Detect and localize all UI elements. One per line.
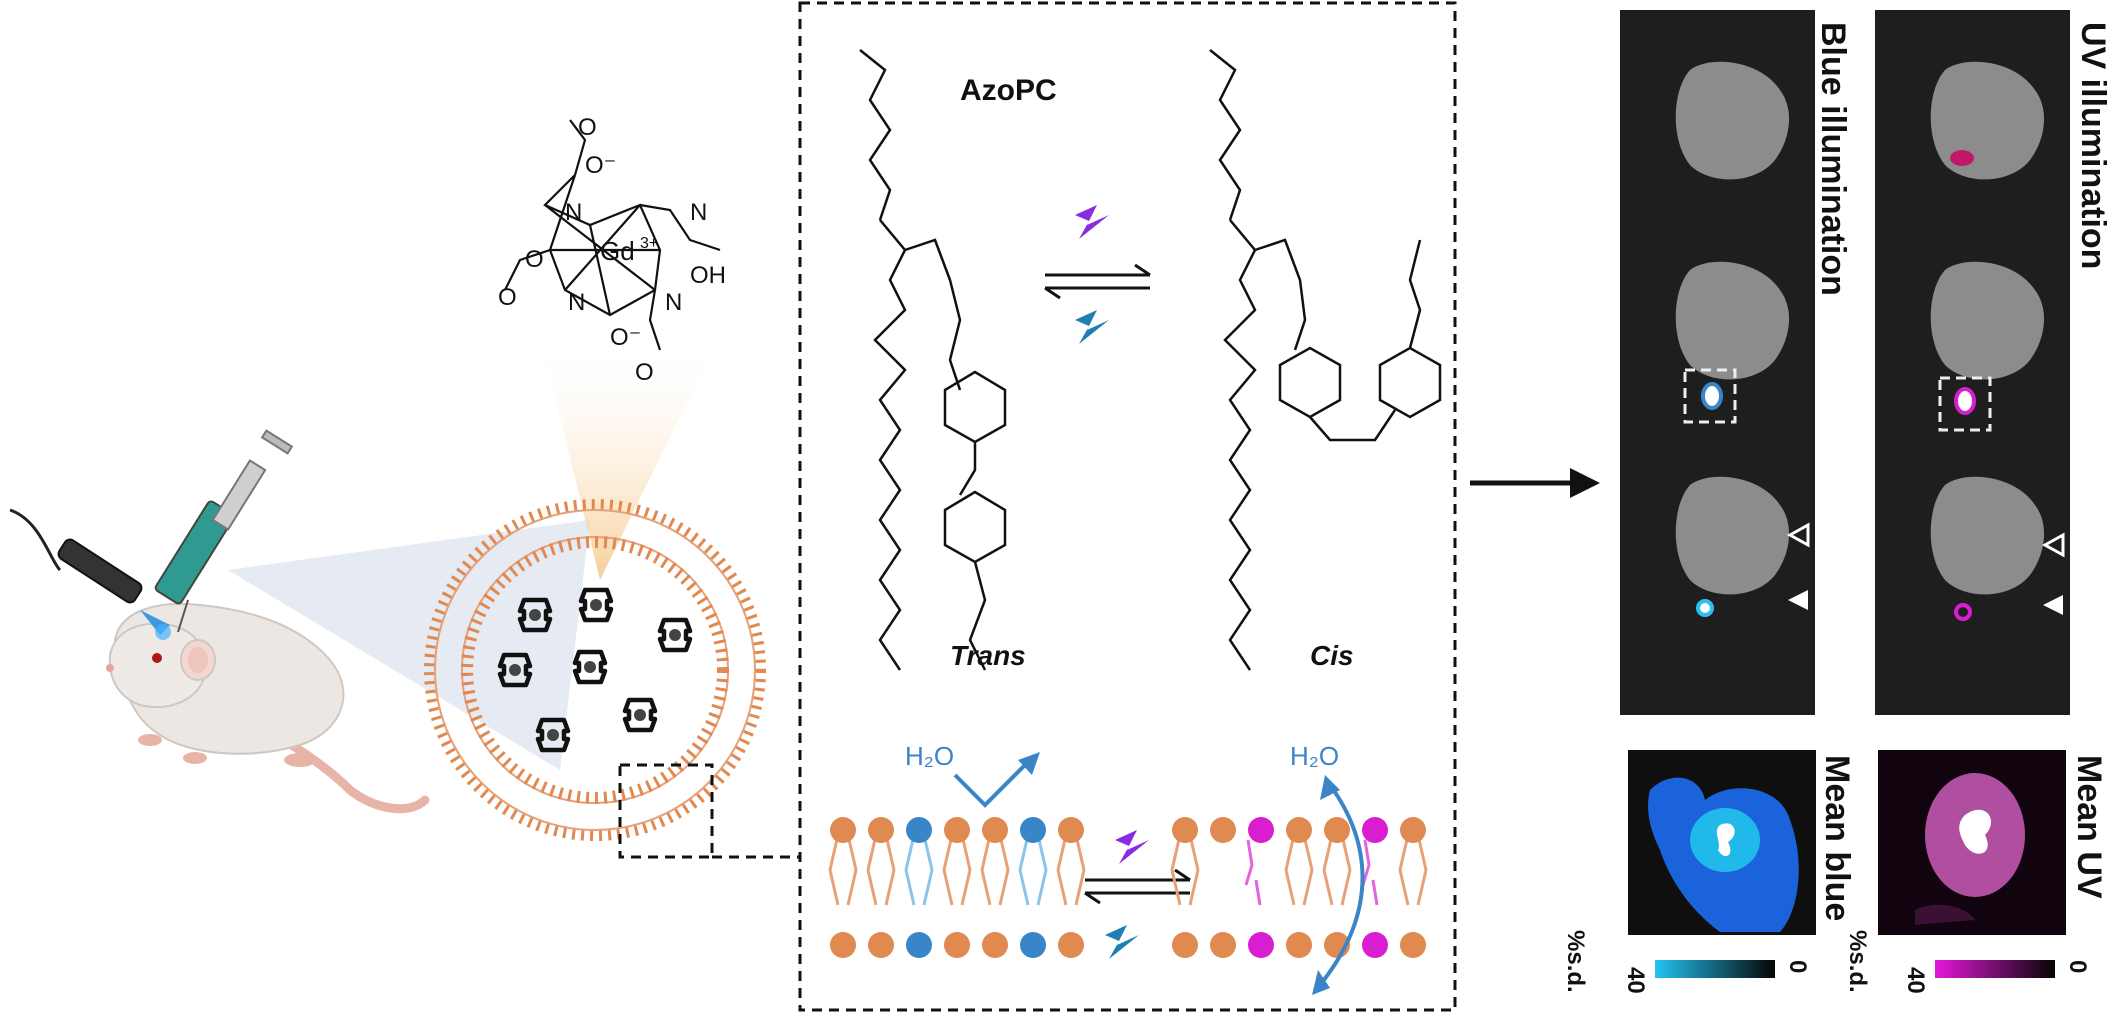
liposome-icon [424, 499, 766, 841]
svg-text:OH: OH [690, 262, 726, 289]
equilibrium-arrows-bottom [1084, 868, 1191, 905]
svg-text:O: O [498, 284, 517, 311]
mean-blue-title: Mean blue [1818, 755, 1856, 921]
gd-complex-7 [625, 700, 655, 730]
svg-text:O⁻: O⁻ [610, 324, 641, 351]
svg-text:O: O [635, 359, 654, 386]
lightning-bolt-icon-uv-bottom [1115, 830, 1149, 864]
svg-text:N: N [565, 199, 582, 226]
blue-brain-slices [1675, 61, 1810, 617]
gd-complex-3 [660, 620, 690, 650]
blue-scale-max: 40 [1622, 967, 1649, 994]
uv-scale-min: 0 [2064, 960, 2091, 973]
svg-text:O: O [525, 246, 544, 273]
gd-chelate-labels: O O⁻ N N O OH O N N O⁻ O Gd 3+ [498, 114, 726, 386]
cis-label: Cis [1310, 640, 1354, 671]
svg-text:O⁻: O⁻ [585, 152, 616, 179]
lightning-bolt-icon-blue-top [1075, 310, 1109, 344]
azopc-title: AzoPC [960, 74, 1057, 107]
gd-complex-2 [581, 590, 611, 620]
mean-uv-title: Mean UV [2070, 755, 2108, 899]
mouse-illustration [106, 602, 430, 814]
optical-fiber-icon [9, 508, 171, 640]
gd-projection-cone [540, 335, 720, 580]
svg-text:N: N [568, 289, 585, 316]
svg-text:O: O [578, 114, 597, 141]
uv-scale-unit: %s.d. [1844, 930, 1871, 993]
zoom-box [618, 763, 714, 859]
water-label-cis: H₂O [1290, 741, 1339, 771]
uv-brain-slices [1930, 61, 2065, 621]
uv-illumination-title: UV illumination [2074, 22, 2112, 269]
membrane-trans: H₂O [828, 741, 1086, 958]
lightning-bolt-icon-uv-top [1075, 205, 1109, 239]
lightning-bolt-icon-blue-bottom [1105, 925, 1139, 959]
azopc-box [798, 1, 1457, 1012]
svg-text:N: N [665, 289, 682, 316]
gd-complex-5 [575, 652, 605, 682]
syringe-icon [154, 429, 294, 633]
water-label-trans: H₂O [905, 741, 954, 771]
gd-chelate-structure [504, 119, 721, 351]
gd-charge: 3+ [640, 235, 658, 252]
trans-label: Trans [950, 640, 1026, 671]
blue-color-scale [1655, 960, 1775, 978]
uv-scale-max: 40 [1902, 967, 1929, 994]
blue-scale-unit: %s.d. [1562, 930, 1589, 993]
trans-azopc-structure [859, 49, 1007, 671]
blue-scale-min: 0 [1784, 960, 1811, 973]
cis-azopc-structure [1209, 49, 1442, 671]
arrow-right-icon [1470, 468, 1600, 498]
gd-ion-label: Gd [600, 236, 635, 266]
equilibrium-arrows-top [1044, 263, 1151, 300]
svg-text:N: N [690, 199, 707, 226]
uv-color-scale [1935, 960, 2055, 978]
membrane-cis: H₂O [1170, 741, 1428, 995]
blue-illumination-title: Blue illumination [1814, 22, 1852, 296]
